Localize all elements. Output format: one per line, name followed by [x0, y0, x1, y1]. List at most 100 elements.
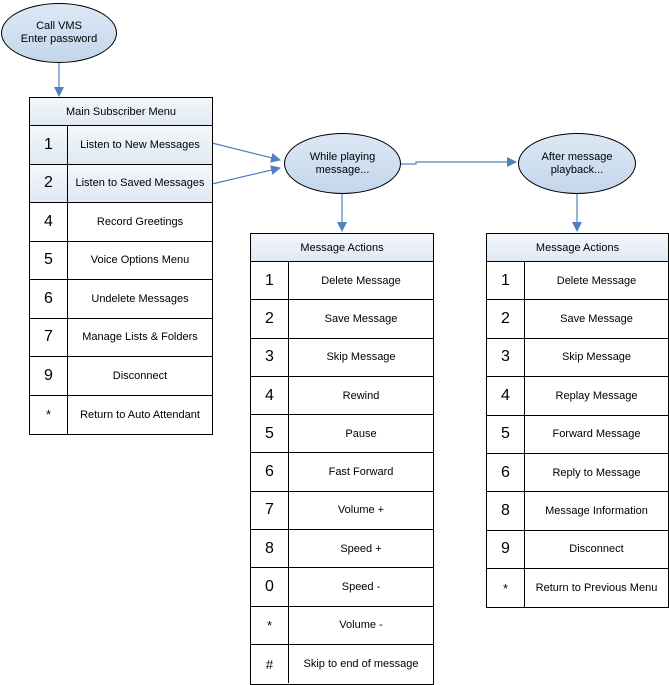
menu-option-label: Return to Auto Attendant: [80, 408, 200, 421]
menu-option: 2 Save Message: [251, 300, 433, 339]
menu-option-label: Speed +: [340, 542, 382, 555]
start-node: Call VMS Enter password: [1, 3, 117, 63]
menu-option-key: 5: [251, 415, 289, 453]
menu-option-key: 4: [251, 376, 289, 415]
menu-option: 6 Reply to Message: [487, 453, 668, 493]
menu-option-label: Forward Message: [552, 428, 641, 441]
arrow-saved-to-playing: [211, 165, 281, 185]
menu-option-key: *: [30, 395, 68, 434]
menu-option-key: *: [487, 569, 525, 608]
menu-option-key: *: [251, 606, 289, 644]
menu-option-label: Reply to Message: [552, 466, 641, 479]
menu-option-label: Skip Message: [326, 351, 396, 364]
menu-option-label: Disconnect: [112, 369, 168, 382]
menu-option-label: Voice Options Menu: [90, 254, 190, 267]
main-menu-title: Main Subscriber Menu: [30, 98, 212, 126]
menu-option: 7 Volume +: [251, 491, 433, 531]
menu-option-label: Undelete Messages: [91, 292, 189, 305]
after-node: After message playback...: [518, 133, 636, 194]
menu-option: * Return to Auto Attendant: [30, 395, 212, 434]
menu-option-key: 1: [30, 126, 68, 164]
menu-option-key: #: [251, 644, 289, 684]
menu-option: 8 Speed +: [251, 530, 433, 569]
after-node-line2: playback...: [550, 163, 604, 176]
menu-option: 4 Record Greetings: [30, 203, 212, 242]
menu-option: * Return to Previous Menu: [487, 569, 668, 608]
menu-option-label: Rewind: [342, 389, 380, 402]
menu-option: * Volume -: [251, 606, 433, 645]
menu-option: 5 Voice Options Menu: [30, 241, 212, 280]
menu-option: 9 Disconnect: [30, 357, 212, 396]
menu-option-label: Disconnect: [569, 543, 624, 556]
menu-option-key: 6: [487, 453, 525, 492]
playing-node-line2: message...: [315, 163, 370, 176]
after-menu-title: Message Actions: [487, 234, 668, 262]
main-subscriber-menu: Main Subscriber Menu 1 Listen to New Mess…: [29, 97, 213, 435]
arrow-playing-to-after: [400, 157, 517, 167]
menu-option-label: Record Greetings: [96, 215, 184, 228]
menu-option-key: 3: [251, 338, 289, 376]
menu-option-key: 4: [487, 377, 525, 415]
menu-option-label: Listen to New Messages: [80, 138, 200, 151]
menu-option: 8 Message Information: [487, 492, 668, 531]
playing-message-actions: Message Actions 1 Delete Message 2 Save Mes…: [250, 233, 434, 685]
menu-option-key: 1: [487, 262, 525, 300]
menu-option: 2 Listen to Saved Messages: [30, 164, 212, 203]
menu-option-key: 5: [30, 241, 68, 279]
menu-option-label: Volume -: [339, 619, 383, 632]
menu-option: 1 Delete Message: [251, 262, 433, 301]
menu-option-label: Replay Message: [555, 389, 638, 402]
arrow-new-to-playing: [211, 142, 281, 163]
menu-option-label: Fast Forward: [328, 466, 394, 479]
menu-option: 4 Replay Message: [487, 377, 668, 416]
menu-option-label: Delete Message: [321, 274, 401, 287]
start-node-line1: Call VMS: [36, 20, 82, 32]
menu-option: 2 Save Message: [487, 300, 668, 339]
menu-option-label: Save Message: [560, 313, 633, 326]
menu-option-key: 4: [30, 203, 68, 241]
menu-option-label: Save Message: [324, 312, 398, 325]
menu-option-key: 7: [251, 491, 289, 530]
playing-menu-title: Message Actions: [251, 234, 433, 262]
menu-option-key: 9: [30, 357, 68, 395]
menu-option-key: 3: [487, 338, 525, 377]
menu-option-key: 8: [251, 530, 289, 568]
menu-option-label: Skip to end of message: [303, 658, 419, 671]
menu-option-label: Skip Message: [561, 351, 632, 364]
playing-node-line1: While playing: [309, 150, 376, 163]
menu-option-label: Pause: [345, 427, 377, 440]
after-node-line1: After message: [541, 150, 613, 163]
menu-option-label: Message Information: [545, 505, 648, 518]
menu-option-label: Manage Lists & Folders: [82, 331, 198, 344]
menu-option-key: 2: [251, 300, 289, 338]
menu-option: 1 Listen to New Messages: [30, 126, 212, 165]
start-node-line2: Enter password: [20, 33, 98, 45]
menu-option: 4 Rewind: [251, 376, 433, 416]
menu-option-key: 0: [251, 568, 289, 606]
menu-option-key: 2: [30, 164, 68, 202]
menu-option-key: 1: [251, 262, 289, 300]
menu-option-key: 8: [487, 492, 525, 530]
menu-option: 3 Skip Message: [251, 338, 433, 377]
menu-option-label: Volume +: [337, 504, 385, 517]
menu-option-key: 7: [30, 318, 68, 356]
menu-option: 3 Skip Message: [487, 338, 668, 378]
menu-option: 6 Fast Forward: [251, 453, 433, 492]
menu-option: 5 Forward Message: [487, 415, 668, 454]
menu-option-key: 2: [487, 300, 525, 338]
menu-option-label: Return to Previous Menu: [535, 582, 658, 595]
menu-option-label: Speed -: [341, 581, 381, 594]
menu-option: 0 Speed -: [251, 568, 433, 607]
menu-option-label: Listen to Saved Messages: [75, 177, 205, 190]
menu-option: 1 Delete Message: [487, 262, 668, 301]
menu-option: 7 Manage Lists & Folders: [30, 318, 212, 357]
menu-option-key: 5: [487, 415, 525, 453]
menu-option: 5 Pause: [251, 415, 433, 454]
menu-option-label: Delete Message: [556, 274, 637, 287]
playing-node: While playing message...: [284, 133, 401, 194]
menu-option: # Skip to end of message: [251, 644, 433, 684]
menu-option-key: 6: [251, 453, 289, 491]
